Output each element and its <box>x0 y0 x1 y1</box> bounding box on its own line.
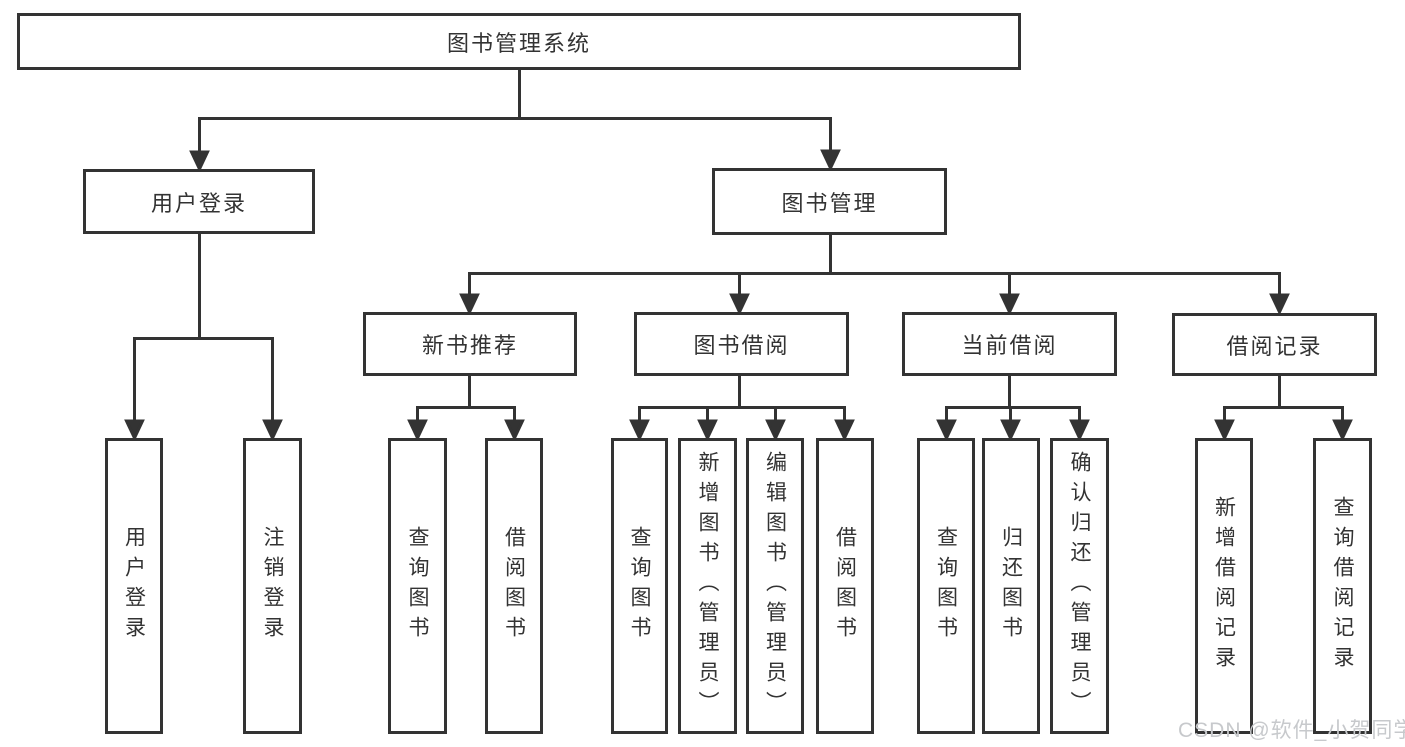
arrow-head <box>124 419 145 442</box>
node-label: 借阅图书 <box>502 526 526 646</box>
node-new-book-recommend: 新书推荐 <box>363 312 577 376</box>
arrow-head <box>697 419 718 442</box>
node-label: 当前借阅 <box>961 333 1058 358</box>
node-records-query-borrow-record: 查询借阅记录 <box>1313 438 1372 734</box>
node-label: 图书管理 <box>781 190 878 216</box>
node-borrow-borrow-books: 借阅图书 <box>816 438 874 734</box>
node-user-login: 用户登录 <box>83 169 315 234</box>
node-label: 借阅图书 <box>833 526 857 646</box>
arrow-head <box>820 149 841 172</box>
arrow-head <box>834 419 855 442</box>
connector-book-management-lines <box>468 234 1281 298</box>
node-label: 查询图书 <box>628 526 651 646</box>
node-borrow-add-books-admin: 新增图书（管理员） <box>678 438 737 734</box>
connector-book-management <box>459 234 1290 316</box>
arrow-head <box>1269 293 1290 316</box>
connector-book-borrow <box>629 376 855 442</box>
node-label: 新增图书（管理员） <box>696 451 719 721</box>
connector-user-login-lines <box>133 234 274 424</box>
connector-root-lines <box>198 69 832 155</box>
connector-book-borrow-lines <box>638 376 846 424</box>
node-label: 确认归还（管理员） <box>1068 451 1091 721</box>
node-label: 用户登录 <box>150 190 247 216</box>
node-user-login-leaf: 用户登录 <box>105 438 163 734</box>
node-label: 用户登录 <box>122 526 146 646</box>
connector-new-book-recommend-lines <box>416 376 516 424</box>
node-current-query-books: 查询图书 <box>917 438 975 734</box>
arrow-head <box>729 293 750 316</box>
connector-borrow-records-lines <box>1223 376 1344 424</box>
node-label: 查询图书 <box>406 526 429 646</box>
arrow-head <box>189 150 210 173</box>
node-label: 编辑图书（管理员） <box>763 451 787 721</box>
node-label: 借阅记录 <box>1226 333 1323 359</box>
connector-user-login <box>124 234 283 442</box>
node-label: 图书借阅 <box>693 333 790 358</box>
node-borrow-edit-books-admin: 编辑图书（管理员） <box>746 438 804 734</box>
node-records-add-borrow-record: 新增借阅记录 <box>1195 438 1253 734</box>
arrow-head <box>262 419 283 442</box>
node-borrow-query-books: 查询图书 <box>611 438 668 734</box>
arrow-head <box>1000 419 1021 442</box>
node-current-return-books: 归还图书 <box>982 438 1040 734</box>
connector-current-borrow <box>936 376 1090 442</box>
node-current-borrow: 当前借阅 <box>902 312 1117 376</box>
arrow-head <box>629 419 650 442</box>
node-label: 查询借阅记录 <box>1331 496 1354 676</box>
csdn-watermark: CSDN @软件_小贺同学 <box>1178 719 1405 742</box>
node-logout: 注销登录 <box>243 438 302 734</box>
node-book-management: 图书管理 <box>712 168 947 235</box>
arrow-head <box>1332 419 1353 442</box>
node-label: 归还图书 <box>999 526 1023 646</box>
connector-current-borrow-lines <box>945 376 1081 424</box>
arrow-head <box>936 419 957 442</box>
node-label: 注销登录 <box>261 526 284 646</box>
node-newbook-query-books: 查询图书 <box>388 438 447 734</box>
node-label: 新增借阅记录 <box>1212 496 1236 676</box>
arrow-head <box>459 293 480 316</box>
node-label: 查询图书 <box>934 526 958 646</box>
arrow-head <box>1069 419 1090 442</box>
connector-new-book-recommend <box>407 376 525 442</box>
node-book-borrow: 图书借阅 <box>634 312 849 376</box>
arrow-head <box>1214 419 1235 442</box>
connector-root <box>189 69 841 173</box>
node-label: 图书管理系统 <box>446 30 591 56</box>
arrow-head <box>999 293 1020 316</box>
arrow-head <box>407 419 428 442</box>
node-library-management-system: 图书管理系统 <box>17 13 1021 70</box>
node-label: 新书推荐 <box>421 333 518 358</box>
arrow-head <box>765 419 786 442</box>
node-current-confirm-return-admin: 确认归还（管理员） <box>1050 438 1109 734</box>
node-borrow-records: 借阅记录 <box>1172 313 1377 376</box>
connector-borrow-records <box>1214 376 1353 442</box>
node-newbook-borrow-books: 借阅图书 <box>485 438 543 734</box>
arrow-head <box>504 419 525 442</box>
